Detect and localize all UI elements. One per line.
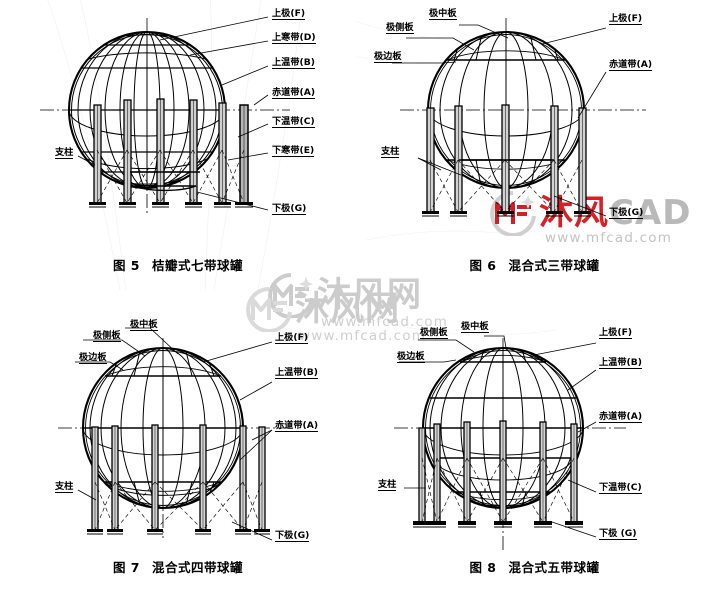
label-pole-side-plate: 极侧板	[420, 327, 448, 339]
support-columns	[422, 104, 591, 217]
label-upper-cold-band: 上寒带(D)	[272, 32, 316, 44]
label-upper-pole: 上极(F)	[599, 327, 633, 339]
figure-7-drawing	[58, 327, 290, 541]
label-equator-band: 赤道带(A)	[275, 420, 319, 432]
figure-8-drawing	[356, 315, 626, 550]
label-upper-temperate-band: 上温带(B)	[599, 357, 642, 369]
figure-6-caption: 图 6 混合式三带球罐	[356, 255, 713, 274]
label-lower-pole: 下极(G)	[275, 530, 310, 542]
label-pole-center-plate: 极中板	[130, 319, 158, 331]
label-equator-band: 赤道带(A)	[599, 411, 643, 423]
label-lower-temperate-band: 下温带(C)	[272, 116, 315, 128]
figure-7: 极中板 极侧板 极边板 上极(F) 上温带(B) 赤道带(A) 支柱 下极(G)…	[0, 300, 356, 601]
background-artifact	[47, 0, 301, 291]
figure-5-caption: 图 5 桔瓣式七带球罐	[0, 255, 356, 274]
bracing-rods	[429, 159, 583, 213]
label-upper-temperate-band: 上温带(B)	[272, 57, 315, 69]
label-pole-edge-plate: 极边板	[79, 352, 107, 364]
leader-lines	[77, 16, 269, 211]
figure-8-title: 混合式五带球罐	[508, 560, 600, 575]
label-lower-pole: 下极 (G)	[599, 528, 637, 540]
label-pole-center-plate: 极中板	[429, 8, 457, 20]
figure-7-caption: 图 7 混合式四带球罐	[0, 557, 356, 576]
bracing-rods	[94, 481, 263, 531]
figure-8-number: 图 8	[469, 560, 497, 575]
bottom-support-ring	[130, 171, 200, 192]
label-pole-center-plate: 极中板	[461, 321, 489, 333]
label-lower-cold-band: 下寒带(E)	[272, 145, 315, 157]
figure-5-number: 图 5	[112, 258, 141, 273]
label-lower-pole: 下极(G)	[609, 207, 644, 219]
label-pole-edge-plate: 极边板	[397, 351, 425, 363]
label-pole-edge-plate: 极边板	[374, 51, 402, 63]
label-equator-band: 赤道带(A)	[609, 59, 653, 71]
support-columns	[87, 424, 270, 535]
label-pole-side-plate: 极侧板	[93, 330, 121, 342]
figure-5: 上极(F) 上寒带(D) 上温带(B) 赤道带(A) 下温带(C) 下寒带(E)…	[0, 0, 356, 292]
leader-lines	[75, 327, 273, 541]
figure-7-title: 混合式四带球罐	[152, 560, 244, 575]
label-pole-side-plate: 极侧板	[386, 22, 414, 34]
label-support-column: 支柱	[55, 481, 74, 493]
background-artifact	[356, 315, 557, 336]
background-artifact	[356, 21, 557, 241]
figure-8: 极侧板 极中板 极边板 上极(F) 上温带(B) 赤道带(A) 下温带(C) 支…	[356, 300, 713, 601]
figure-6-title: 混合式三带球罐	[508, 258, 600, 273]
label-upper-pole: 上极(F)	[272, 8, 306, 20]
label-support-column: 支柱	[381, 146, 400, 158]
label-upper-pole: 上极(F)	[609, 13, 643, 25]
label-upper-pole: 上极(F)	[275, 332, 309, 344]
label-lower-pole: 下极(G)	[272, 203, 307, 215]
figure-6: 极中板 极侧板 极边板 上极(F) 赤道带(A) 支柱 下极(G) 图 6 混合式…	[356, 0, 713, 292]
support-columns	[413, 420, 583, 528]
label-upper-temperate-band: 上温带(B)	[275, 367, 318, 379]
bracing-rods	[96, 149, 245, 204]
figure-7-number: 图 7	[112, 560, 141, 575]
bracing-rods	[421, 457, 575, 523]
label-support-column: 支柱	[55, 147, 74, 159]
figure-5-title: 桔瓣式七带球罐	[152, 258, 244, 273]
figure-5-drawing	[40, 0, 301, 291]
label-support-column: 支柱	[378, 479, 397, 491]
label-equator-band: 赤道带(A)	[272, 87, 316, 99]
label-lower-temperate-band: 下温带(C)	[599, 482, 642, 494]
figure-6-number: 图 6	[469, 258, 497, 273]
figure-8-caption: 图 8 混合式五带球罐	[356, 557, 713, 576]
figure-6-drawing	[356, 18, 646, 241]
leader-lines	[392, 24, 607, 217]
